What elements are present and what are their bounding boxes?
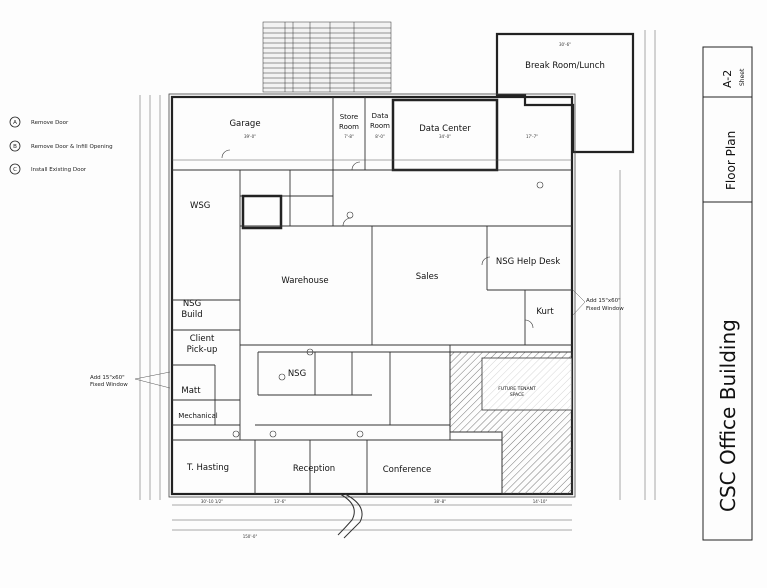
interior-walls xyxy=(172,97,572,494)
legend-symbol: A xyxy=(13,120,17,126)
room-label-nsg-help-desk: NSG Help Desk xyxy=(496,257,560,267)
dimension-label: 34'-0" xyxy=(439,134,451,139)
room-label-reception: Reception xyxy=(293,464,335,474)
dimension-label: 39'-0" xyxy=(244,134,256,139)
legend-item-remove-door-infill: B Remove Door & Infill Opening xyxy=(9,140,113,152)
break-room: Break Room/Lunch 30'-6" xyxy=(495,32,635,154)
note-text: Add 15"x60" xyxy=(90,375,125,381)
room-label-client-pickup: Client xyxy=(190,334,215,344)
room-label-data-room: Room xyxy=(370,122,390,130)
note-text: Add 15"x60" xyxy=(586,298,621,304)
room-label-future-tenant: SPACE xyxy=(510,392,524,398)
legend-item-install-door: C Install Existing Door xyxy=(9,163,87,175)
room-label-store-room: Room xyxy=(339,123,359,131)
building-outer-wall xyxy=(168,93,576,498)
room-label-client-pickup: Pick-up xyxy=(187,345,218,355)
door-swing-icon xyxy=(351,161,361,171)
room-label-future-tenant: FUTURE TENANT xyxy=(498,386,536,392)
dimension-label: 30'-6" xyxy=(559,42,571,47)
dimension-labels: 39'-0" 7'-8" 8'-0" 34'-0" 17'-7" 30'-10 … xyxy=(201,134,548,539)
room-label-wsg: WSG xyxy=(190,201,210,211)
sheet-number: A-2 xyxy=(721,70,734,88)
legend-label: Install Existing Door xyxy=(31,167,87,173)
dimension-label: 150'-0" xyxy=(243,534,258,539)
note-text: Fixed Window xyxy=(586,306,624,312)
door-marker-icon xyxy=(232,430,240,438)
building-outline xyxy=(170,95,574,496)
door-marker-icon xyxy=(306,348,314,356)
room-label-mechanical: Mechanical xyxy=(178,412,217,420)
dimension-label: 13'-6" xyxy=(274,499,286,504)
room-label-matt: Matt xyxy=(181,386,201,396)
future-tenant-room xyxy=(481,357,573,411)
legend-item-remove-door: A Remove Door xyxy=(9,116,69,128)
room-label-garage: Garage xyxy=(229,119,260,129)
door-markers xyxy=(221,149,544,438)
door-schedule-table xyxy=(262,21,392,93)
room-label-sales: Sales xyxy=(416,272,439,282)
door-swing-icon xyxy=(342,217,352,227)
door-marker-icon xyxy=(346,211,354,219)
dimension-label: 17'-7" xyxy=(526,134,538,139)
door-swing-icon xyxy=(221,149,231,159)
room-label-t-hasting: T. Hasting xyxy=(186,463,229,473)
dimension-label: 7'-8" xyxy=(344,134,354,139)
legend-b-icon xyxy=(9,140,21,152)
room-label-kurt: Kurt xyxy=(536,307,554,317)
dimension-label: 38'-8" xyxy=(434,499,446,504)
title-block: CSC Office Building Floor Plan A-2 Sheet xyxy=(702,46,753,541)
entry-curved-walk xyxy=(343,493,363,539)
room-label-warehouse: Warehouse xyxy=(281,276,328,286)
door-marker-icon xyxy=(536,181,544,189)
legend: A Remove Door B Remove Door & Infill Ope… xyxy=(9,116,113,175)
window-note-left: Add 15"x60" Fixed Window xyxy=(90,371,171,389)
door-swing-icon xyxy=(481,256,491,266)
drawing-title: Floor Plan xyxy=(724,131,738,190)
legend-c-icon xyxy=(9,163,21,175)
dimension-label: 30'-10 1/2" xyxy=(201,499,223,504)
room-label-conference: Conference xyxy=(383,465,432,475)
room-labels: Garage Store Room Data Room Data Center … xyxy=(178,112,560,475)
legend-label: Remove Door & Infill Opening xyxy=(31,144,113,150)
project-title: CSC Office Building xyxy=(716,319,740,512)
room-label-store-room: Store xyxy=(340,113,359,121)
dimension-label: 8'-0" xyxy=(375,134,385,139)
legend-a-icon xyxy=(9,116,21,128)
room-label-data-center: Data Center xyxy=(419,124,471,134)
room-label-nsg-build: NSG xyxy=(183,299,201,309)
room-label-break-room: Break Room/Lunch xyxy=(525,61,605,71)
door-marker-icon xyxy=(356,430,364,438)
door-swing-icon xyxy=(524,319,534,329)
window-note-right: Add 15"x60" Fixed Window xyxy=(572,289,624,316)
legend-symbol: B xyxy=(13,144,17,150)
sheet-label: Sheet xyxy=(739,68,746,86)
legend-label: Remove Door xyxy=(31,120,69,126)
room-label-data-room: Data xyxy=(372,112,389,120)
door-marker-icon xyxy=(278,373,286,381)
dimension-lines xyxy=(139,30,656,531)
note-text: Fixed Window xyxy=(90,382,128,388)
room-label-nsg-build: Build xyxy=(181,310,202,320)
door-marker-icon xyxy=(269,430,277,438)
dimension-label: 14'-10" xyxy=(533,499,548,504)
legend-symbol: C xyxy=(13,167,17,173)
entry-curved-walk xyxy=(337,493,355,536)
room-label-nsg: NSG xyxy=(288,369,306,379)
